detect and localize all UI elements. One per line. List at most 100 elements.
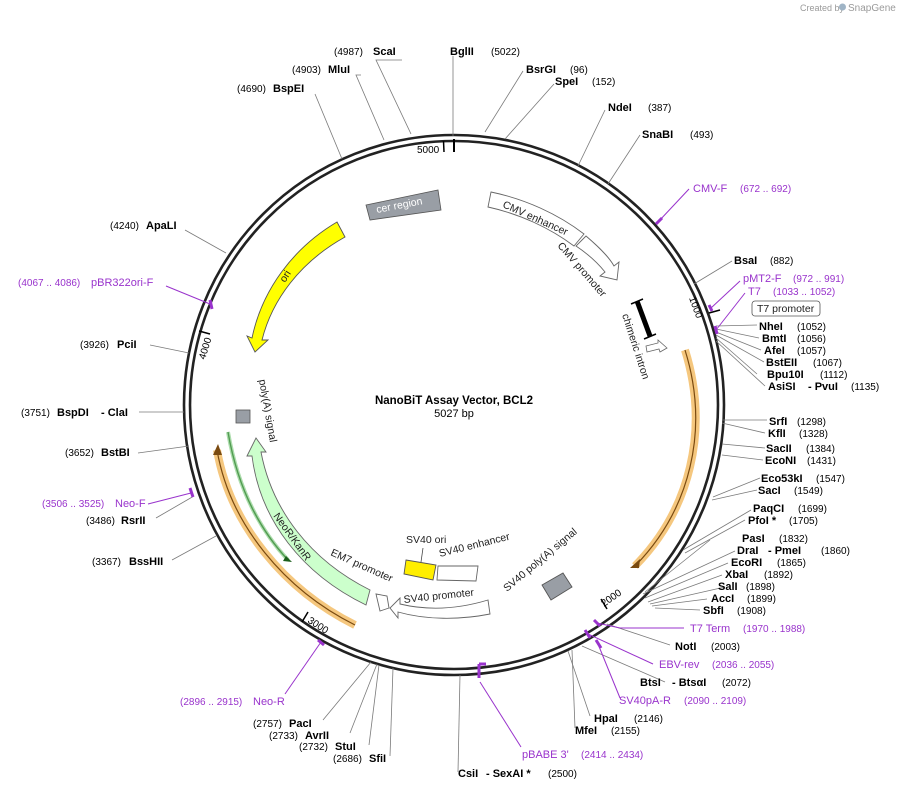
site-name-btsai: - BtsαI — [672, 677, 706, 689]
feature-neor-kanr: NeoR/KanR — [246, 437, 371, 606]
svg-text:(3367): (3367) — [92, 557, 121, 568]
feature-t7-promoter-label: T7 promoter — [751, 300, 821, 317]
svg-text:(2500): (2500) — [548, 769, 577, 780]
site-name-scai: ScaI — [373, 46, 396, 58]
svg-text:(2686): (2686) — [333, 754, 362, 765]
svg-text:(882): (882) — [770, 256, 793, 267]
site-name-ndei: NdeI — [608, 102, 632, 114]
svg-text:(2155): (2155) — [611, 726, 640, 737]
feature-label-ori: ori — [277, 268, 293, 284]
svg-text:(2757): (2757) — [253, 719, 282, 730]
site-sacii: SacII (1384) — [766, 443, 835, 455]
site-drai: DraI - PmeI (1860) — [737, 545, 850, 557]
site-name-sacii: SacII — [766, 443, 792, 455]
primer-t7-term: T7 Term (1970 .. 1988) — [592, 618, 805, 635]
site-asisi: AsiSI - PvuI (1135) — [768, 381, 879, 393]
site-name-paqci: PaqCI — [753, 503, 784, 515]
svg-text:(1112): (1112) — [820, 370, 847, 381]
svg-text:(1898): (1898) — [746, 582, 775, 593]
svg-text:(1549): (1549) — [794, 486, 823, 497]
credit-prefix: Created by — [800, 3, 845, 13]
site-bstbi: (3652) BstBI — [65, 447, 130, 459]
feature-cmv-promoter: CMV promoter — [555, 235, 620, 300]
site-avrii: (2733) AvrII — [269, 730, 329, 742]
svg-text:(4240): (4240) — [110, 221, 139, 232]
primer-name-neo-r: Neo-R — [253, 696, 285, 708]
site-name-bglii: BglII — [450, 46, 474, 58]
primer-name-neo-f: Neo-F — [115, 498, 146, 510]
primer-name-pbabe-3: pBABE 3' — [522, 749, 569, 761]
site-name-kfli: KflI — [768, 428, 786, 440]
site-csii: CsiI - SexAI * (2500) — [458, 768, 577, 780]
site-name-avrii: AvrII — [305, 730, 329, 742]
site-hpai: HpaI (2146) — [594, 713, 663, 725]
site-name-sbfi: SbfI — [703, 605, 724, 617]
site-paci: (2757) PacI — [253, 718, 312, 730]
svg-text:(1892): (1892) — [764, 570, 793, 581]
svg-text:(3751): (3751) — [21, 408, 50, 419]
feature-sv40-ori: SV40 ori — [403, 534, 446, 581]
primer-name-sv40pa-r: SV40pA-R — [619, 695, 671, 707]
site-name-bspdi: BspDI — [57, 407, 89, 419]
site-name-sfii: SfiI — [369, 753, 386, 765]
site-sfii: (2686) SfiI — [333, 753, 386, 765]
site-rsrii: (3486) RsrII — [86, 515, 145, 527]
svg-text:(2146): (2146) — [634, 714, 663, 725]
tick-label-5000: 5000 — [417, 145, 440, 156]
site-name-drai: DraI — [737, 545, 758, 557]
svg-text:(2003): (2003) — [711, 642, 740, 653]
site-btsi: BtsI - BtsαI (2072) — [640, 677, 751, 689]
site-eco53ki: Eco53kI (1547) — [761, 473, 845, 485]
primer-t7: T7 (1033 .. 1052) — [713, 286, 835, 335]
site-pasi: PasI (1832) — [742, 533, 808, 545]
svg-text:(2733): (2733) — [269, 731, 298, 742]
plasmid-length: 5027 bp — [434, 408, 474, 420]
svg-text:(2036 .. 2055): (2036 .. 2055) — [712, 660, 774, 671]
svg-text:(3506 .. 3525): (3506 .. 3525) — [42, 499, 104, 510]
svg-text:(2072): (2072) — [722, 678, 751, 689]
site-name-mfei: MfeI — [575, 725, 597, 737]
primer-cmv-f: CMV-F (672 .. 692) — [654, 183, 791, 226]
site-kfli: KflI (1328) — [768, 428, 828, 440]
primer-ebv-rev: EBV-rev (2036 .. 2055) — [583, 629, 774, 671]
snapgene-logo-icon — [839, 3, 846, 11]
svg-text:(493): (493) — [690, 130, 713, 141]
svg-text:(2414 .. 2434): (2414 .. 2434) — [581, 750, 643, 761]
site-scai: (4987) ScaI — [334, 46, 396, 58]
site-name-noti: NotI — [675, 641, 696, 653]
primer-name-pmt2-f: pMT2-F — [743, 273, 782, 285]
site-name-acci: AccI — [711, 593, 734, 605]
backbone-outer — [182, 133, 726, 677]
svg-text:(1135): (1135) — [851, 382, 879, 393]
site-bsteii: BstEII (1067) — [766, 357, 842, 369]
site-spei: SpeI (152) — [555, 76, 615, 88]
site-name-rsrii: RsrII — [121, 515, 145, 527]
site-ndei: NdeI (387) — [608, 102, 671, 114]
orf-right-arc — [630, 348, 700, 569]
site-leader-lines — [137, 56, 767, 773]
primer-pmt2-f: pMT2-F (972 .. 991) — [707, 273, 844, 312]
feature-label-t7-promoter: T7 promoter — [757, 303, 815, 315]
primer-sv40pa-r: SV40pA-R (2090 .. 2109) — [594, 639, 746, 707]
tick-label-2000: 2000 — [599, 587, 624, 609]
site-name-bsrgi: BsrGI — [526, 64, 556, 76]
site-name-spei: SpeI — [555, 76, 578, 88]
orf-neo-arc — [226, 431, 292, 562]
svg-text:(1899): (1899) — [747, 594, 776, 605]
credit-brand: SnapGene — [848, 3, 896, 14]
site-name-btsi: BtsI — [640, 677, 661, 689]
site-paqci: PaqCI (1699) — [753, 503, 827, 515]
site-name-pvui: - PvuI — [808, 381, 838, 393]
site-bsai: BsaI (882) — [734, 255, 793, 267]
feature-cmv-enhancer: CMV enhancer — [487, 191, 585, 247]
tick-5000: 5000 — [417, 140, 445, 156]
svg-text:(3652): (3652) — [65, 448, 94, 459]
site-name-bstbi: BstBI — [101, 447, 130, 459]
svg-text:(1699): (1699) — [798, 504, 827, 515]
site-name-xbai: XbaI — [725, 569, 748, 581]
svg-text:(387): (387) — [648, 103, 671, 114]
primer-pbr322ori-f: (4067 .. 4086) pBR322ori-F — [18, 277, 214, 310]
site-name-saci: SacI — [758, 485, 781, 497]
primer-pbabe-3: pBABE 3' (2414 .. 2434) — [477, 662, 643, 761]
